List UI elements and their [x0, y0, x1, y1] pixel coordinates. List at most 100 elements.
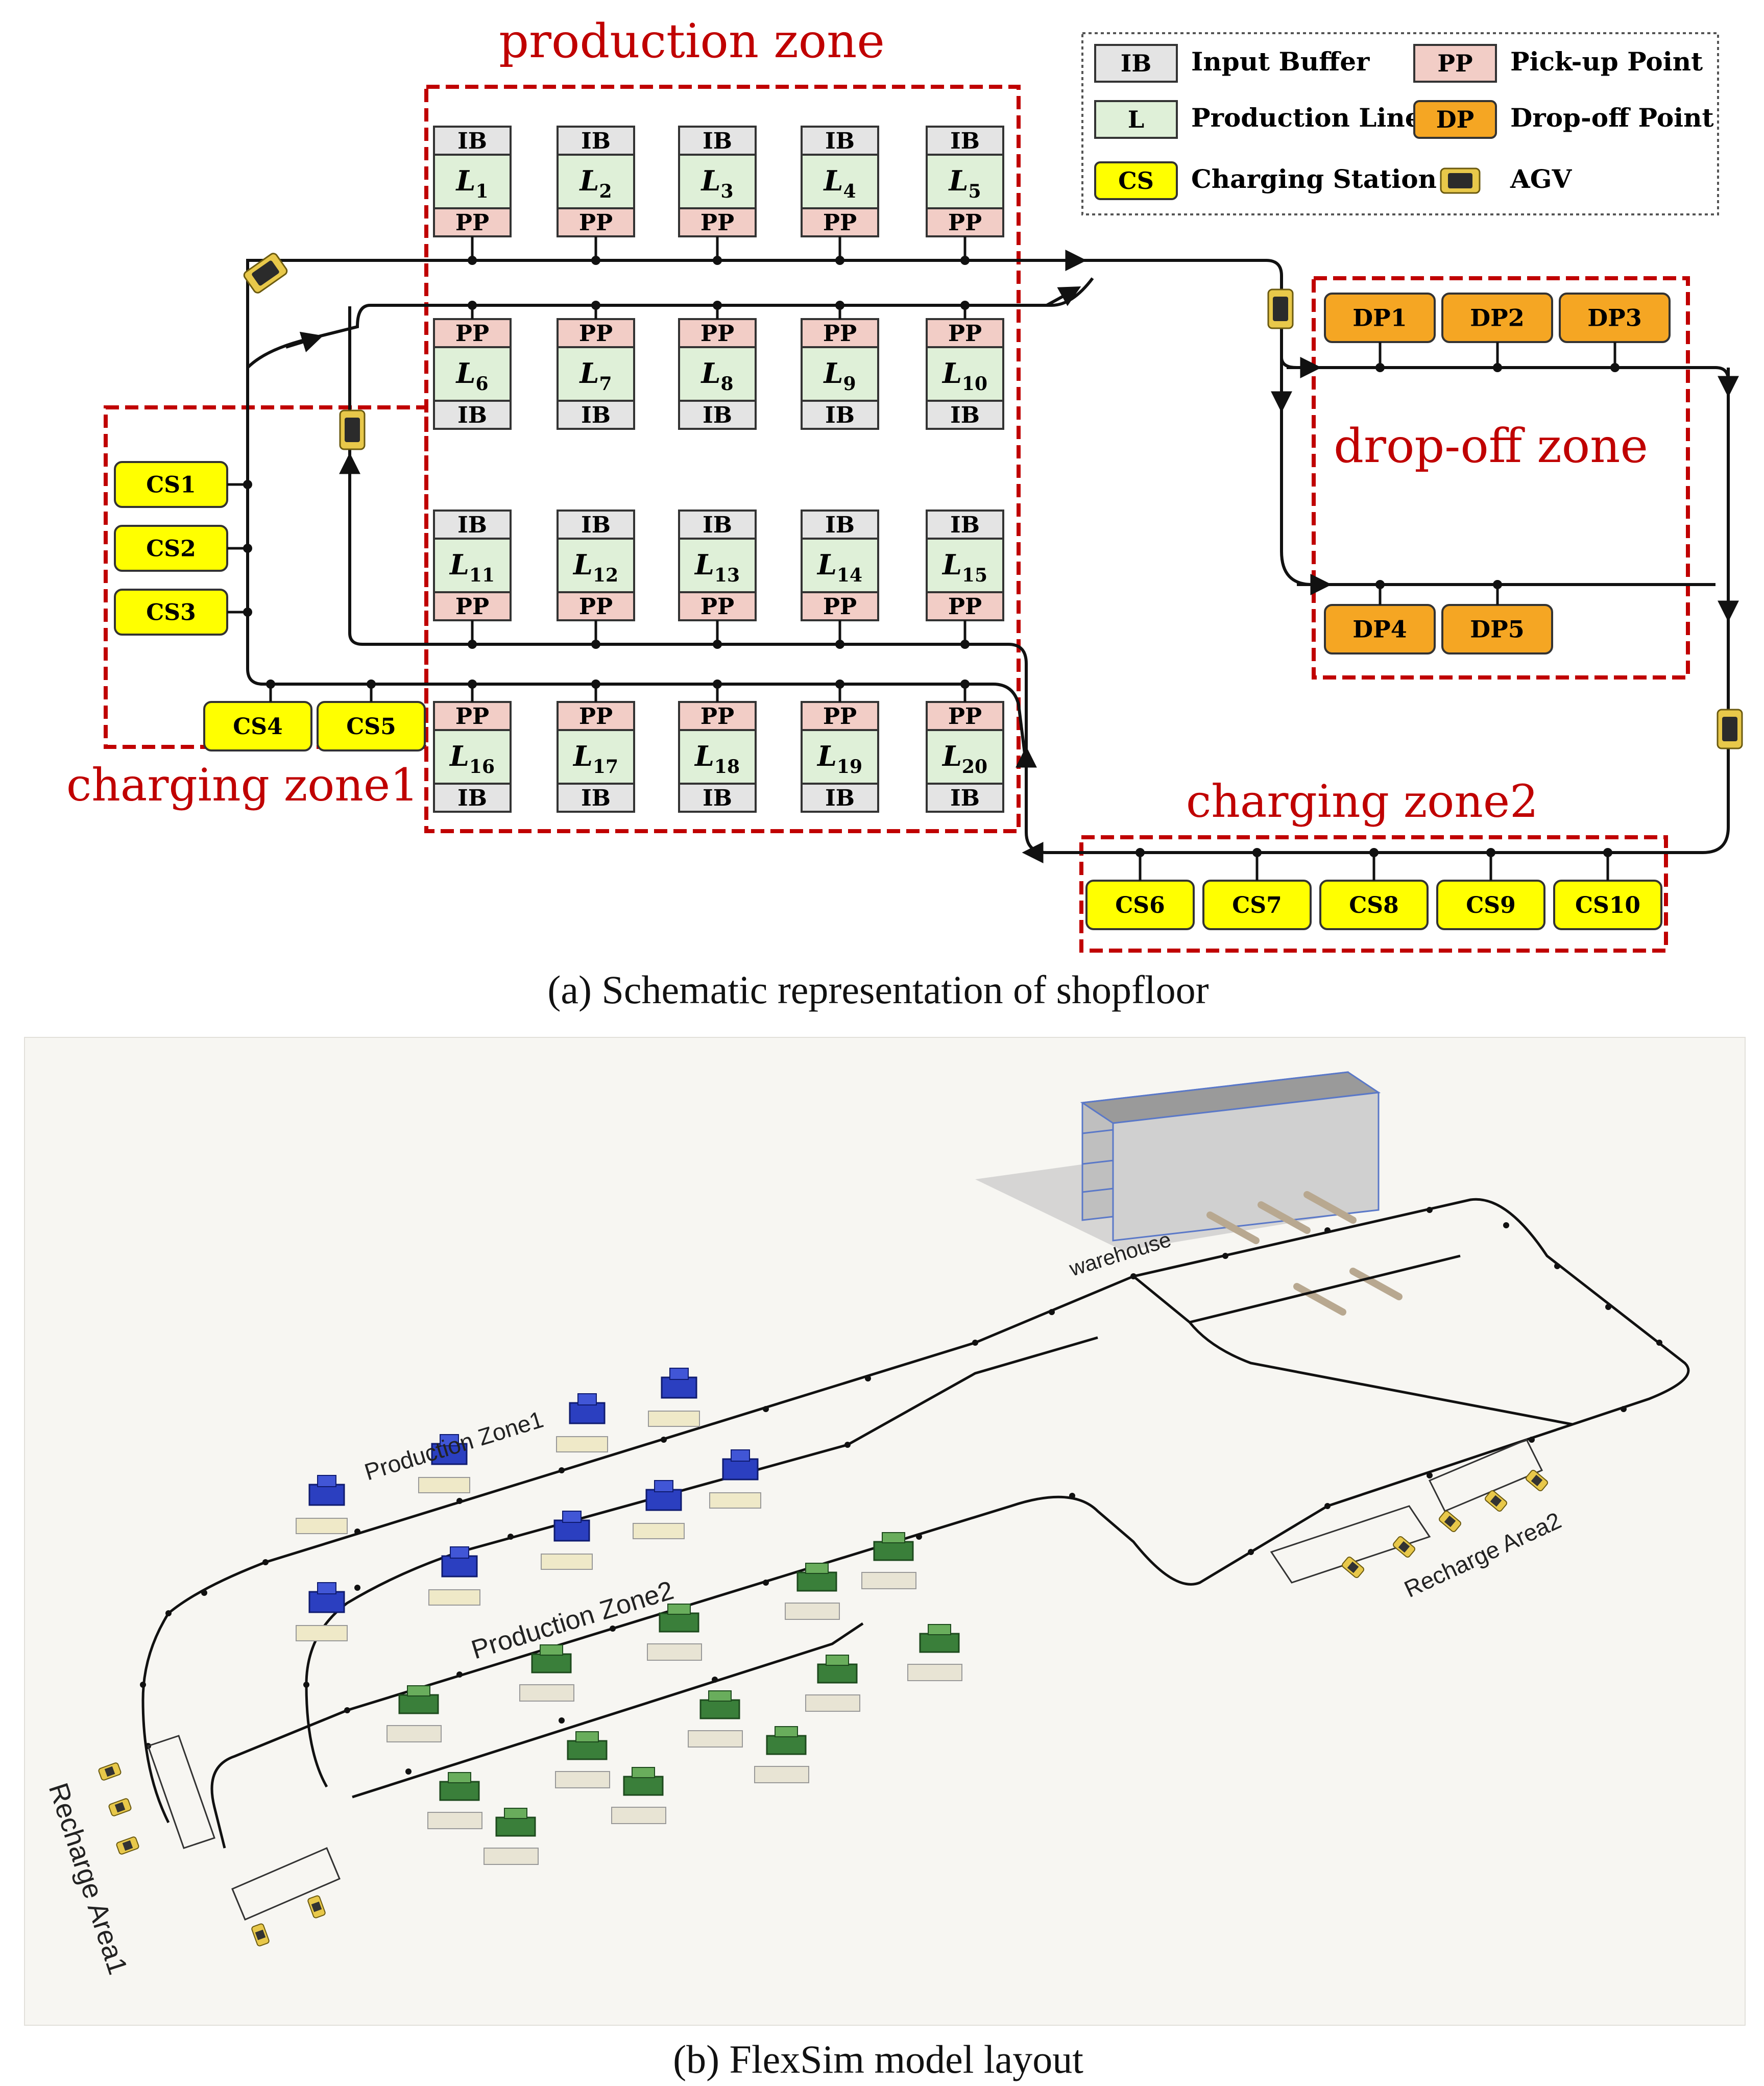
track-node	[140, 1682, 146, 1688]
pickup-point-label: PP	[455, 594, 489, 620]
pickup-point: PP	[557, 318, 635, 348]
dropoff-point-5: DP5	[1441, 580, 1553, 654]
charging-station-6-label: CS6	[1115, 892, 1165, 918]
input-buffer: IB	[926, 510, 1004, 540]
input-buffer: IB	[557, 510, 635, 540]
line-label: L5	[948, 164, 981, 202]
track-node	[243, 544, 252, 553]
track-node	[591, 256, 600, 265]
legend-swatch: CS	[1094, 161, 1178, 200]
dropoff-point-3-label: DP3	[1587, 304, 1642, 332]
track-node	[610, 1626, 616, 1632]
charging-zone1-title: charging zone1	[66, 759, 419, 811]
track-node	[456, 1498, 463, 1504]
track-node	[1603, 848, 1612, 857]
pickup-point-label: PP	[823, 210, 857, 236]
pickup-point-label: PP	[948, 321, 982, 347]
input-buffer: IB	[926, 126, 1004, 156]
track-node	[262, 1559, 269, 1565]
track-node	[960, 301, 970, 310]
track-node	[367, 680, 376, 689]
pickup-point-label: PP	[700, 210, 734, 236]
track-node	[960, 256, 970, 265]
agv-icon	[1267, 288, 1294, 329]
charging-station-3-label: CS3	[146, 599, 196, 625]
input-buffer: IB	[678, 510, 757, 540]
line-label: L13	[694, 548, 740, 586]
pickup-point-label: PP	[700, 594, 734, 620]
track-node	[266, 680, 275, 689]
input-buffer: IB	[801, 783, 879, 813]
pickup-point: PP	[801, 591, 879, 621]
charging-station-1-label: CS1	[146, 472, 196, 498]
track-node	[1324, 1503, 1331, 1509]
track-node	[763, 1406, 769, 1412]
agv-icon	[1440, 167, 1481, 194]
input-buffer: IB	[433, 400, 512, 430]
charging-station-1: CS1	[114, 461, 252, 508]
charging-station-7-label: CS7	[1232, 892, 1282, 918]
input-buffer-label: IB	[825, 402, 855, 428]
line-cell: L20	[926, 729, 1004, 785]
charging-station-4-label: CS4	[233, 714, 282, 740]
input-buffer-label: IB	[457, 512, 487, 538]
track-node	[1503, 1222, 1509, 1228]
track-node	[1605, 1304, 1611, 1310]
track-direction-arrows	[285, 250, 1739, 863]
pickup-point: PP	[926, 318, 1004, 348]
legend-label: Drop-off Point	[1510, 103, 1714, 133]
track-node	[1375, 363, 1385, 372]
line-cell: L5	[926, 154, 1004, 209]
track-node	[468, 301, 477, 310]
line-cell: L11	[433, 538, 512, 593]
legend-swatch-label: IB	[1121, 50, 1151, 77]
track-node	[468, 256, 477, 265]
production-lines: IBL1PPIBL2PPIBL3PPIBL4PPIBL5PPPPL6IBPPL7…	[433, 126, 1004, 813]
input-buffer-label: IB	[703, 128, 732, 154]
pickup-point-label: PP	[455, 210, 489, 236]
line-cell: L8	[678, 346, 757, 402]
input-buffer: IB	[557, 783, 635, 813]
charging-station-10: CS10	[1553, 848, 1662, 930]
agv-icon	[1717, 709, 1743, 749]
track-node	[591, 680, 600, 689]
pickup-point-label: PP	[579, 321, 613, 347]
pickup-point: PP	[801, 318, 879, 348]
input-buffer: IB	[557, 400, 635, 430]
track-node	[712, 1677, 718, 1683]
track-node	[303, 1682, 309, 1688]
input-buffer-label: IB	[950, 402, 980, 428]
charging-station-5: CS5	[317, 680, 426, 751]
line-cell: L17	[557, 729, 635, 785]
line-cell: L4	[801, 154, 879, 209]
dropoff-conveyors	[1206, 1191, 1403, 1316]
legend-label: Pick-up Point	[1510, 46, 1703, 77]
track-node	[468, 680, 477, 689]
input-buffer-label: IB	[950, 128, 980, 154]
track-node	[865, 1375, 871, 1381]
input-buffer-label: IB	[457, 128, 487, 154]
track-node	[1069, 1493, 1075, 1499]
pickup-point: PP	[678, 591, 757, 621]
input-buffer: IB	[557, 126, 635, 156]
track-node	[354, 1529, 360, 1535]
legend-swatch-label: DP	[1436, 106, 1474, 133]
track-node	[165, 1610, 172, 1616]
pickup-point-label: PP	[823, 321, 857, 347]
dropoff-point-4-label: DP4	[1352, 616, 1407, 643]
track-node	[835, 640, 844, 649]
line-cell: L6	[433, 346, 512, 402]
track-node	[835, 256, 844, 265]
line-label: L8	[700, 357, 733, 395]
track-node	[972, 1340, 978, 1346]
